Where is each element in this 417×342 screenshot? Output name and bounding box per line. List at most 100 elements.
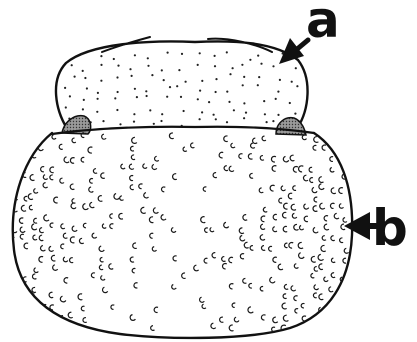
puncture-mark xyxy=(261,216,265,222)
puncture-mark xyxy=(20,164,25,170)
puncture-mark xyxy=(171,228,176,233)
stipple-dot xyxy=(277,91,279,93)
puncture-mark xyxy=(239,228,244,234)
puncture-mark xyxy=(154,307,158,312)
puncture-mark xyxy=(71,203,76,208)
puncture-mark xyxy=(49,292,53,297)
puncture-mark xyxy=(131,155,135,160)
stipple-dot xyxy=(228,101,230,103)
puncture-mark xyxy=(119,213,123,219)
puncture-mark xyxy=(23,277,27,282)
puncture-mark xyxy=(260,286,263,290)
puncture-mark xyxy=(81,306,84,311)
puncture-mark xyxy=(284,243,287,247)
stipple-dot xyxy=(243,76,245,78)
puncture-mark xyxy=(39,228,43,233)
stipple-dot xyxy=(163,79,165,81)
puncture-mark xyxy=(60,296,65,302)
puncture-mark xyxy=(24,293,27,298)
puncture-mark xyxy=(313,293,316,298)
puncture-mark xyxy=(43,175,47,180)
puncture-mark xyxy=(134,283,138,288)
puncture-mark xyxy=(89,187,94,192)
stipple-dot xyxy=(147,57,149,59)
stipple-dot xyxy=(169,86,171,88)
stipple-dot xyxy=(153,123,155,125)
puncture-mark xyxy=(110,214,113,218)
puncture-mark xyxy=(182,273,186,278)
puncture-mark xyxy=(294,296,298,301)
puncture-mark xyxy=(288,193,292,199)
puncture-mark xyxy=(173,174,177,180)
puncture-mark xyxy=(50,223,53,227)
puncture-mark xyxy=(39,256,43,262)
stipple-dot xyxy=(160,120,162,122)
puncture-mark xyxy=(262,136,266,141)
stipple-dot xyxy=(161,113,163,115)
stipple-dot xyxy=(201,80,203,82)
puncture-mark xyxy=(319,184,324,190)
puncture-mark xyxy=(290,155,294,161)
puncture-mark xyxy=(22,313,26,318)
lower-shield xyxy=(8,127,352,338)
stipple-dot xyxy=(215,118,217,120)
puncture-mark xyxy=(222,264,226,269)
puncture-mark xyxy=(324,224,329,230)
puncture-mark xyxy=(151,326,155,331)
stipple-dot xyxy=(74,76,76,78)
puncture-mark xyxy=(28,194,33,200)
puncture-mark xyxy=(9,257,13,262)
puncture-mark xyxy=(259,188,263,193)
puncture-mark xyxy=(329,287,333,292)
puncture-mark xyxy=(70,237,74,243)
puncture-mark xyxy=(341,154,344,159)
puncture-mark xyxy=(283,156,288,162)
puncture-mark xyxy=(344,248,348,253)
puncture-mark xyxy=(155,156,159,161)
puncture-mark xyxy=(72,138,76,143)
puncture-mark xyxy=(13,146,16,150)
stipple-dot xyxy=(201,111,203,113)
puncture-mark xyxy=(144,193,149,198)
puncture-mark xyxy=(344,283,348,289)
puncture-mark xyxy=(169,133,173,139)
stipple-dot xyxy=(277,114,279,116)
puncture-mark xyxy=(261,246,265,251)
puncture-mark xyxy=(78,294,82,300)
puncture-mark xyxy=(152,164,157,169)
puncture-mark xyxy=(311,256,315,262)
puncture-mark xyxy=(289,243,293,249)
puncture-mark xyxy=(19,218,23,223)
puncture-mark xyxy=(79,238,83,243)
puncture-mark xyxy=(141,207,146,213)
puncture-mark xyxy=(110,224,114,229)
puncture-mark xyxy=(21,205,26,211)
stipple-dot xyxy=(245,112,247,114)
stipple-dot xyxy=(215,91,217,93)
stipple-dot xyxy=(134,54,136,56)
puncture-mark xyxy=(253,138,258,143)
puncture-mark xyxy=(9,155,14,160)
stipple-dot xyxy=(134,88,136,90)
puncture-mark xyxy=(303,325,307,330)
puncture-mark xyxy=(99,246,104,251)
puncture-mark xyxy=(120,196,124,200)
puncture-mark xyxy=(70,258,74,263)
puncture-mark xyxy=(224,222,229,227)
puncture-mark xyxy=(21,286,25,291)
puncture-mark xyxy=(310,178,313,183)
puncture-mark xyxy=(129,164,133,169)
stipple-dot xyxy=(86,87,88,89)
puncture-mark xyxy=(23,155,26,159)
puncture-mark xyxy=(21,144,25,149)
puncture-mark xyxy=(314,267,318,272)
puncture-mark xyxy=(99,265,103,270)
stipple-dot xyxy=(296,85,298,87)
puncture-mark xyxy=(339,204,343,209)
puncture-mark xyxy=(33,235,37,240)
puncture-mark xyxy=(98,196,102,202)
stipple-dot xyxy=(146,95,148,97)
stipple-dot xyxy=(279,79,281,81)
puncture-mark xyxy=(202,304,206,308)
puncture-mark xyxy=(32,287,36,292)
